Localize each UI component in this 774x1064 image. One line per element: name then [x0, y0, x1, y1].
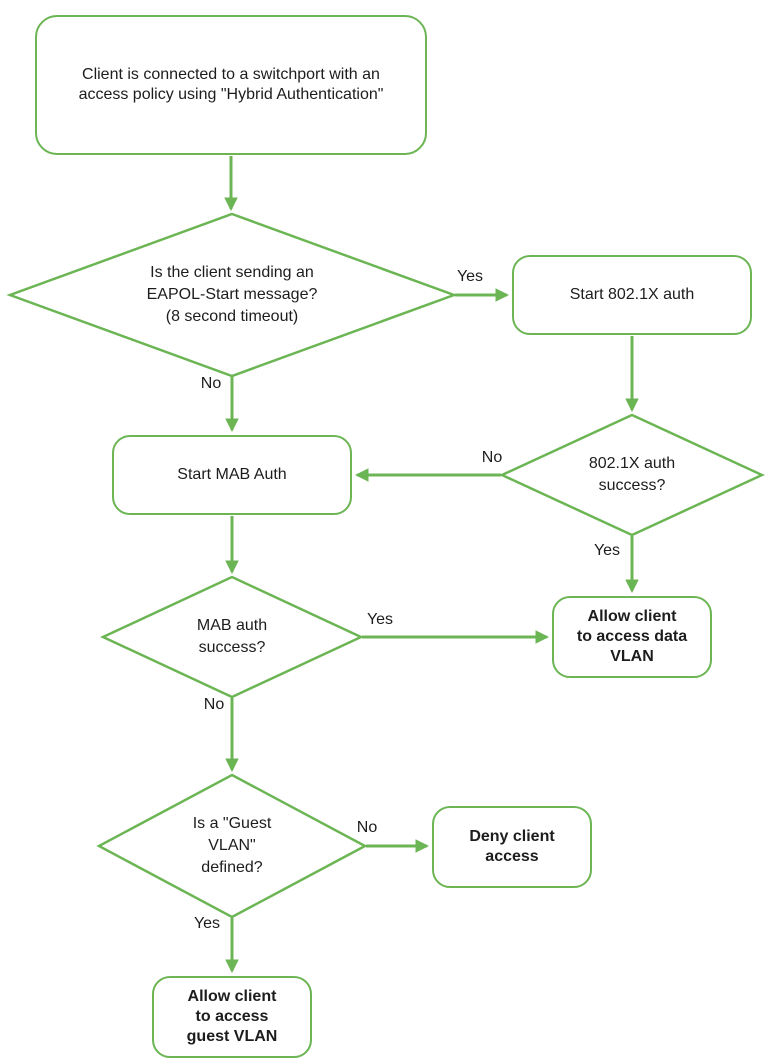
edge-label-mab-yes: Yes: [366, 611, 394, 628]
node-start-mab: Start MAB Auth: [112, 435, 352, 515]
node-deny-access: Deny client access: [432, 806, 592, 888]
node-guest-vlan-defined-diamond: [96, 773, 368, 919]
edge-label-guest-yes: Yes: [193, 915, 221, 932]
node-allow-data-vlan: Allow client to access data VLAN: [552, 596, 712, 678]
edge-label-8021x-no: No: [481, 449, 503, 466]
node-start-8021x-label: Start 802.1X auth: [569, 286, 695, 303]
edge-label-mab-no: No: [203, 696, 225, 713]
edge-label-eapol-yes: Yes: [456, 268, 484, 285]
edge-label-guest-no: No: [356, 819, 378, 836]
node-start-label: Client is connected to a switchport with…: [78, 66, 384, 103]
edge-label-8021x-yes: Yes: [593, 542, 621, 559]
node-eapol-decision-diamond: [6, 212, 458, 378]
node-allow-guest-vlan-label: Allow client to access guest VLAN: [186, 988, 278, 1045]
node-allow-guest-vlan: Allow client to access guest VLAN: [152, 976, 312, 1058]
node-allow-data-vlan-label: Allow client to access data VLAN: [576, 608, 688, 665]
node-start: Client is connected to a switchport with…: [35, 15, 427, 155]
node-mab-success-label: MAB auth success?: [196, 617, 268, 656]
node-start-8021x: Start 802.1X auth: [512, 255, 752, 335]
edge-label-eapol-no: No: [200, 375, 222, 392]
node-deny-access-label: Deny client access: [469, 828, 555, 865]
node-start-mab-label: Start MAB Auth: [177, 466, 287, 483]
node-8021x-success-label: 802.1X auth success?: [588, 455, 676, 494]
node-eapol-decision-label: Is the client sending an EAPOL-Start mes…: [146, 264, 318, 325]
node-8021x-success-diamond: [499, 413, 765, 537]
node-mab-success-diamond: [100, 575, 364, 699]
node-guest-vlan-defined-label: Is a "Guest VLAN" defined?: [192, 815, 272, 876]
